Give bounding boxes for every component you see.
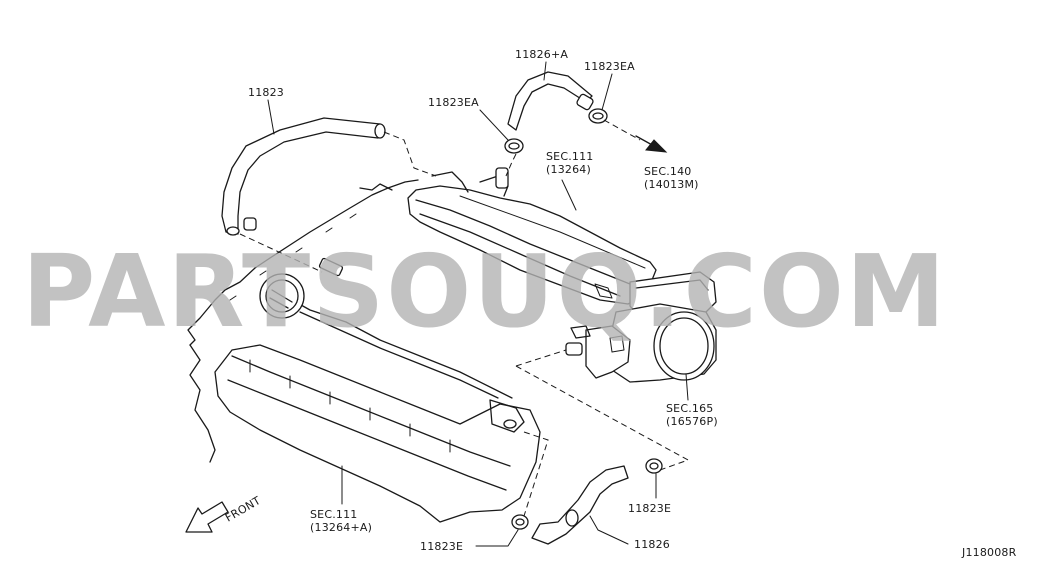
label-sec140-1: SEC.140 — [644, 165, 692, 178]
label-sec140-2: (14013M) — [644, 178, 699, 191]
label-11823e-right: 11823E — [628, 502, 671, 515]
label-sec111-upper-2: (13264) — [546, 163, 591, 176]
label-11823: 11823 — [248, 86, 284, 99]
hose-11826a — [504, 71, 608, 154]
rocker-cover-lower — [214, 257, 541, 523]
label-sec165-1: SEC.165 — [666, 402, 714, 415]
label-11823ea-top: 11823EA — [584, 60, 635, 73]
label-11826a: 11826+A — [515, 48, 568, 61]
label-11823e-bottom: 11823E — [420, 540, 463, 553]
front-label: FRONT — [223, 494, 263, 525]
throttle-body — [565, 271, 717, 383]
label-11823ea-left: 11823EA — [428, 96, 479, 109]
label-sec111-lower-1: SEC.111 — [310, 508, 358, 521]
watermark: PARTSOUQ.COM — [22, 233, 947, 350]
connection-lines — [239, 119, 690, 517]
hose-11826 — [511, 458, 663, 545]
front-arrow — [185, 501, 229, 533]
label-sec111-lower-2: (13264+A) — [310, 521, 372, 534]
hose-11823 — [221, 117, 386, 236]
diagram-code: J118008R — [961, 546, 1017, 559]
engine-outline — [187, 179, 419, 463]
label-11826: 11826 — [634, 538, 670, 551]
leader-lines — [267, 61, 689, 547]
label-sec165-2: (16576P) — [666, 415, 718, 428]
label-sec111-upper-1: SEC.111 — [546, 150, 594, 163]
rocker-cover-upper — [407, 167, 657, 305]
